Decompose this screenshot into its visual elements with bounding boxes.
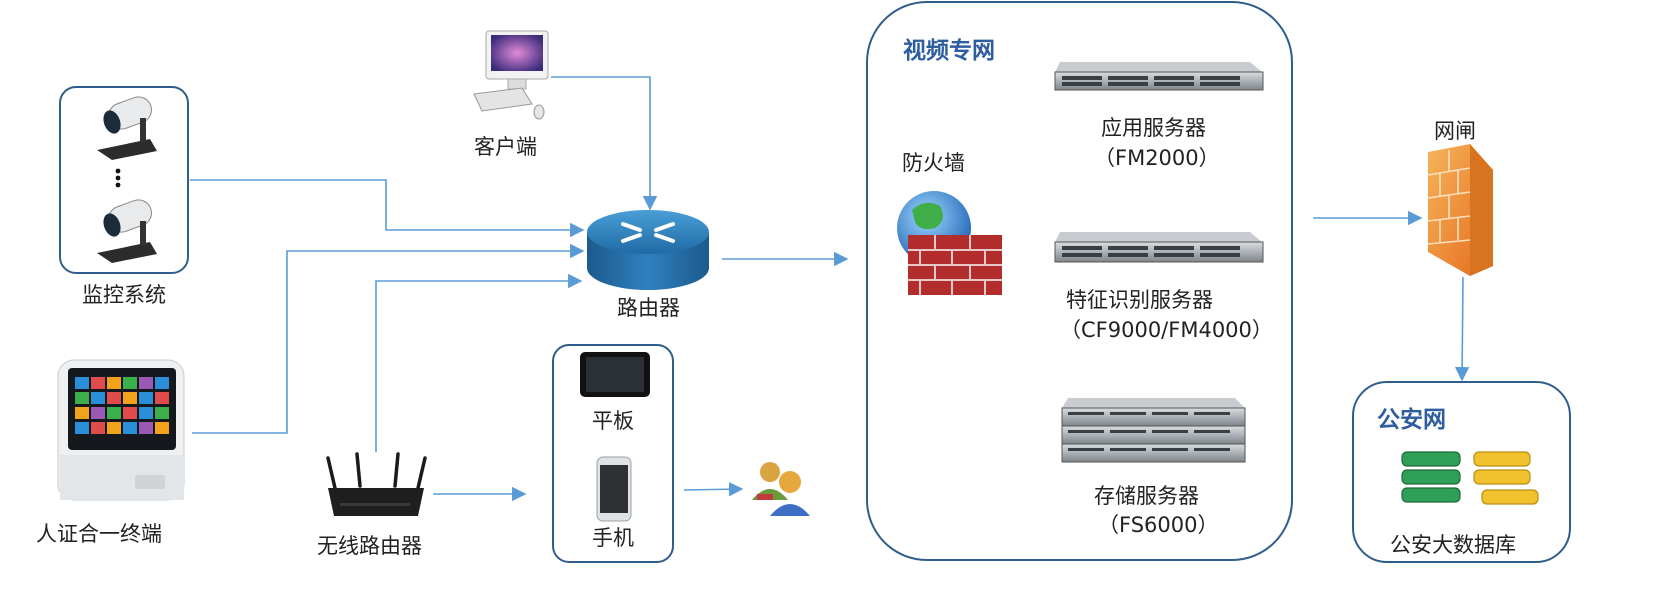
users-icon — [752, 462, 810, 516]
id-terminal-label: 人证合一终端 — [36, 522, 162, 546]
wireless-router-icon — [326, 452, 427, 516]
storage-server-icon — [1061, 398, 1246, 463]
client-to-router-line — [551, 76, 658, 211]
video-network-zone — [866, 1, 1293, 561]
ellipsis-dots — [115, 168, 121, 188]
camera-icon — [97, 96, 157, 160]
firewall-icon — [897, 191, 1002, 295]
wireless-to-router-line — [375, 273, 583, 452]
gatekeeper-icon — [1427, 144, 1493, 276]
surveillance-label: 监控系统 — [82, 283, 166, 307]
bigdata-label: 公安大数据库 — [1390, 533, 1516, 557]
router-icon — [587, 210, 709, 290]
desktop-computer-icon — [473, 30, 549, 120]
mobile-group-box — [552, 344, 674, 563]
gatekeeper-label: 网闸 — [1434, 119, 1476, 143]
database-icon — [1401, 451, 1539, 505]
mobile-to-users-line — [683, 482, 744, 497]
surveillance-to-router-line — [190, 179, 585, 238]
application-server-label: 应用服务器 — [1101, 116, 1206, 140]
gatekeeper-to-police-network-line — [1454, 276, 1470, 382]
video-network-title: 视频专网 — [903, 37, 995, 64]
firewall-label: 防火墙 — [902, 151, 965, 175]
police-network-title: 公安网 — [1377, 406, 1446, 433]
storage-server-model: （FS6000） — [1098, 513, 1219, 537]
router-label: 路由器 — [617, 296, 680, 320]
surveillance-group-box — [59, 86, 189, 274]
tablet-label: 平板 — [592, 409, 634, 433]
feature-server-label: 特征识别服务器 — [1066, 288, 1213, 312]
phone-icon — [596, 456, 632, 522]
id-terminal-icon — [57, 359, 185, 501]
feature-server-model: （CF9000/FM4000） — [1060, 318, 1273, 342]
phone-label: 手机 — [592, 526, 634, 550]
application-server-icon — [1054, 62, 1264, 91]
storage-server-label: 存储服务器 — [1094, 484, 1199, 508]
wireless-router-label: 无线路由器 — [317, 534, 422, 558]
feature-recognition-server-icon — [1054, 232, 1264, 263]
police-network-zone — [1352, 381, 1571, 563]
client-label: 客户端 — [474, 135, 537, 159]
tablet-icon — [580, 352, 650, 397]
application-server-model: （FM2000） — [1094, 146, 1220, 170]
camera-icon — [97, 199, 157, 263]
id-terminal-to-router-line — [192, 243, 585, 434]
